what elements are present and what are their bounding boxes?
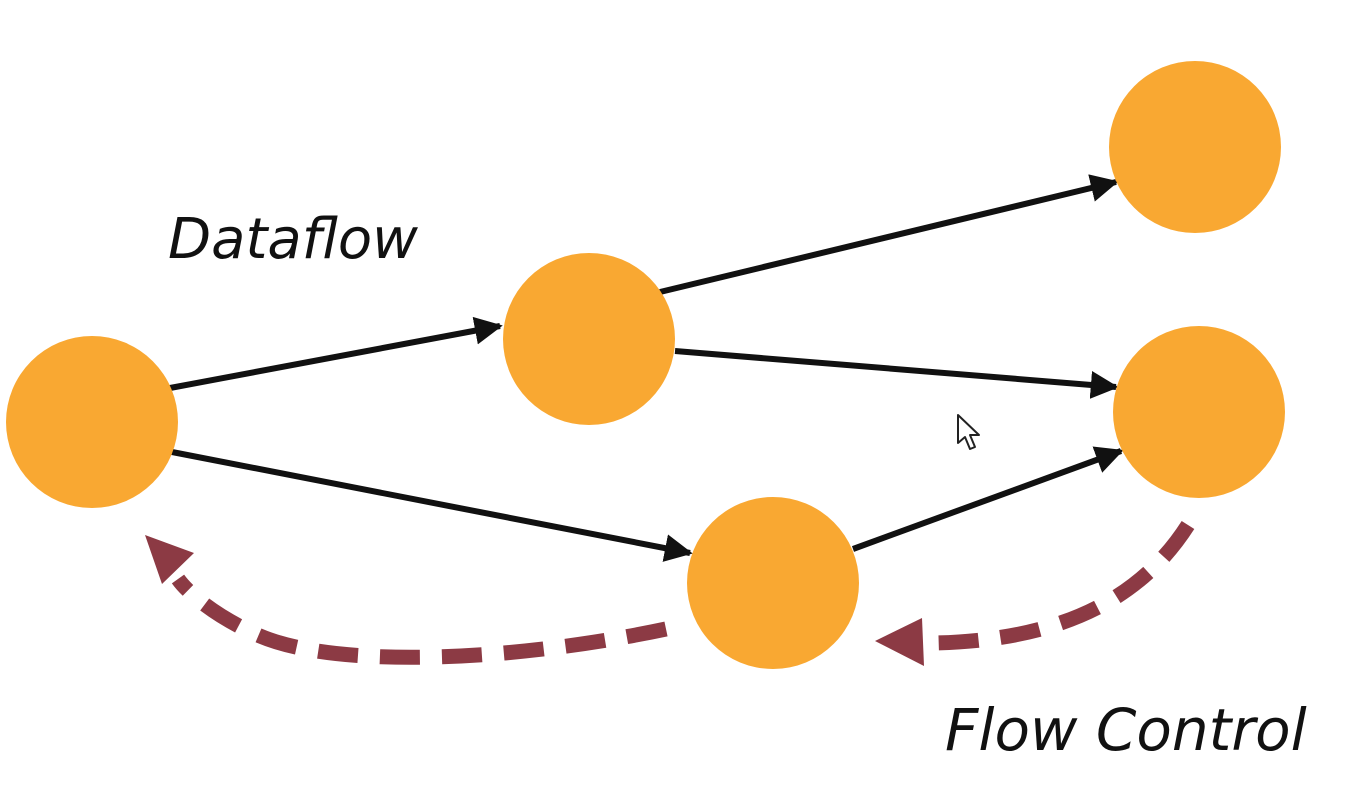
flow-control-edge-sink-middle-to-middle-bottom: [934, 520, 1195, 651]
flow-control-label: Flow Control: [945, 696, 1307, 764]
flow-control-arrowhead-to-middle-bottom: [875, 618, 924, 666]
dataflow-label: Dataflow: [168, 207, 418, 272]
node-middle-bottom: [687, 497, 859, 669]
flow-control-arrowhead-to-source: [145, 535, 194, 584]
dataflow-edges: [169, 174, 1124, 562]
dataflow-edge-middle-top-to-sink-top: [659, 174, 1119, 295]
node-sink-middle: [1113, 326, 1285, 498]
nodes: [6, 61, 1285, 669]
dataflow-edge-middle-top-to-sink-middle: [674, 348, 1119, 399]
dataflow-edge-source-to-middle-top: [169, 316, 503, 391]
node-sink-top: [1109, 61, 1281, 233]
node-source: [6, 336, 178, 508]
flow-control-edges: [145, 520, 1195, 666]
flow-control-edge-middle-bottom-to-source: [171, 574, 668, 665]
dataflow-edge-middle-bottom-to-sink-middle: [851, 446, 1124, 552]
cursor-icon: [957, 414, 980, 450]
dataflow-edge-source-to-middle-bottom: [171, 449, 693, 562]
node-middle-top: [503, 253, 675, 425]
